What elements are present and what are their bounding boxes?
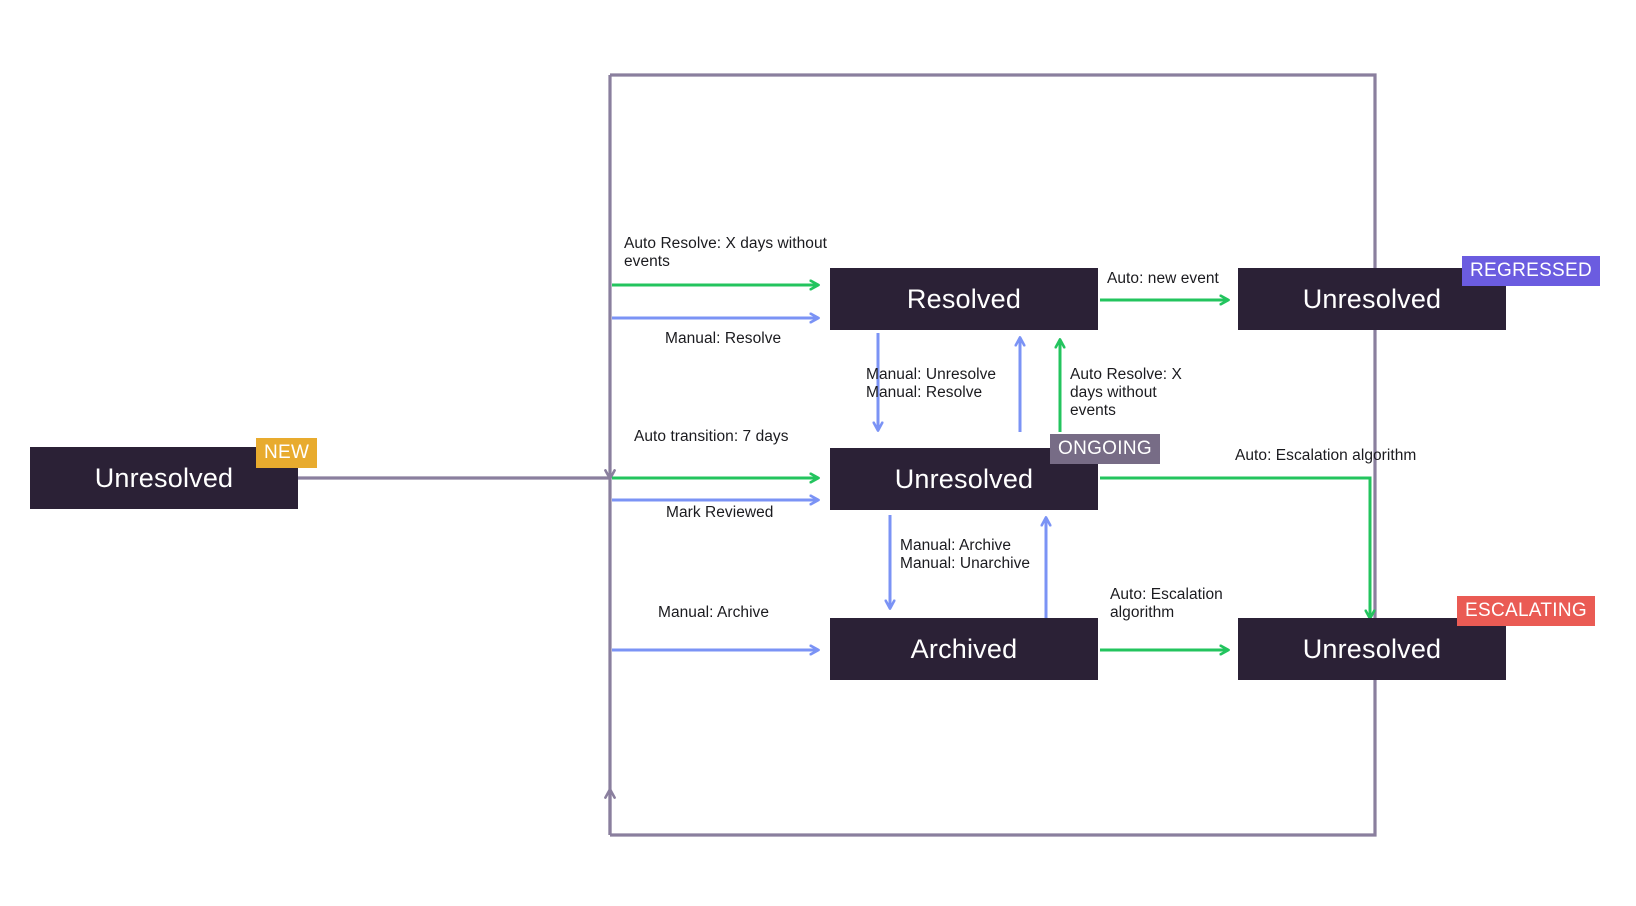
node-label: Resolved bbox=[906, 283, 1022, 314]
badge-label: REGRESSED bbox=[1470, 260, 1593, 281]
edge-label-auto-new-event: Auto: new event bbox=[1107, 270, 1219, 287]
edge-label-manual-unresolve-resolve: Manual: Unresolve Manual: Resolve bbox=[866, 366, 997, 402]
node-label: Unresolved bbox=[894, 463, 1034, 494]
node-label: Unresolved bbox=[1302, 283, 1442, 314]
edge-label-auto-resolve-x-days-top: Auto Resolve: X days without events bbox=[624, 235, 828, 271]
node-label: Archived bbox=[910, 633, 1018, 664]
badge-label: NEW bbox=[264, 442, 310, 463]
edge-label-mark-reviewed: Mark Reviewed bbox=[666, 504, 774, 521]
edge-label-manual-archive-left: Manual: Archive bbox=[658, 604, 770, 621]
status-badge-escalating: ESCALATING bbox=[1457, 596, 1595, 626]
node-resolved[interactable]: Resolved bbox=[830, 268, 1098, 330]
node-archived[interactable]: Archived bbox=[830, 618, 1098, 680]
status-badge-new: NEW bbox=[256, 438, 318, 468]
node-escalating-unresolved[interactable]: Unresolved bbox=[1238, 618, 1506, 680]
edge-label-manual-resolve-left: Manual: Resolve bbox=[665, 330, 782, 347]
edge-label-manual-archive-unarchive: Manual: Archive Manual: Unarchive bbox=[900, 537, 1031, 573]
status-badge-ongoing: ONGOING bbox=[1050, 434, 1160, 464]
node-label: Unresolved bbox=[94, 462, 234, 493]
edge-label-auto-escalation-bottom: Auto: Escalation algorithm bbox=[1110, 586, 1223, 622]
node-new-unresolved[interactable]: Unresolved bbox=[30, 447, 298, 509]
badge-label: ONGOING bbox=[1058, 438, 1152, 459]
status-badge-regressed: REGRESSED bbox=[1462, 256, 1601, 286]
node-label: Unresolved bbox=[1302, 633, 1442, 664]
edge-label-auto-transition-7-days: Auto transition: 7 days bbox=[634, 428, 789, 445]
badge-label: ESCALATING bbox=[1465, 600, 1587, 621]
node-regressed-unresolved[interactable]: Unresolved bbox=[1238, 268, 1506, 330]
edge-label-auto-escalation-top: Auto: Escalation algorithm bbox=[1235, 447, 1417, 464]
edge-label-auto-resolve-x-days-mid: Auto Resolve: X days without events bbox=[1070, 366, 1182, 420]
